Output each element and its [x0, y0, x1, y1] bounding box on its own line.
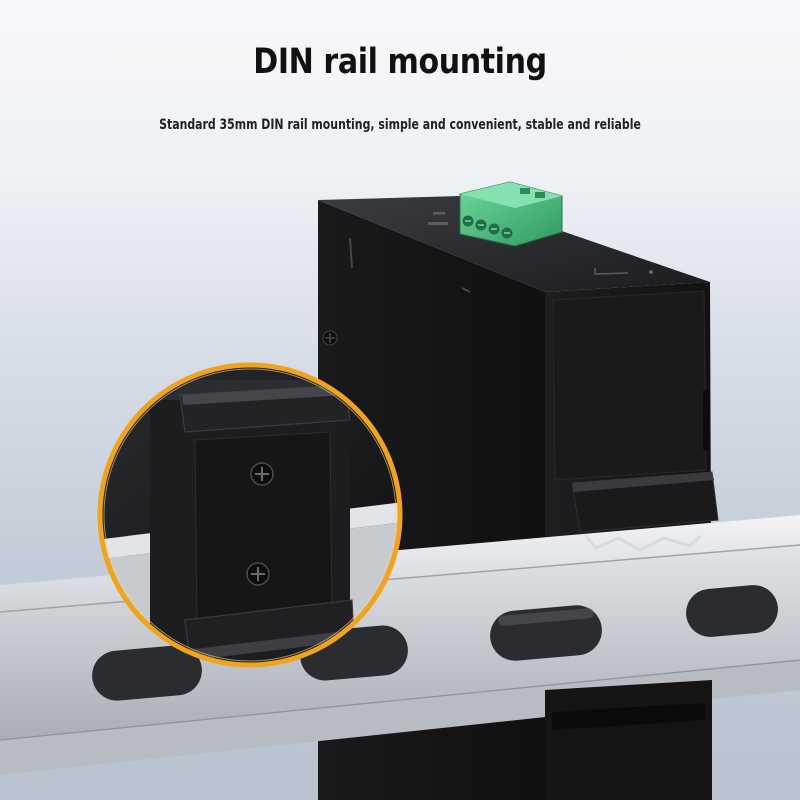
page-title: DIN rail mounting	[253, 42, 547, 82]
page-subtitle: Standard 35mm DIN rail mounting, simple …	[159, 117, 641, 133]
cross-screw-icon	[250, 462, 274, 486]
green-terminal-block	[459, 181, 563, 247]
rail-clip	[571, 471, 719, 552]
cross-screw-icon	[246, 562, 270, 586]
zoom-inset	[97, 362, 403, 668]
